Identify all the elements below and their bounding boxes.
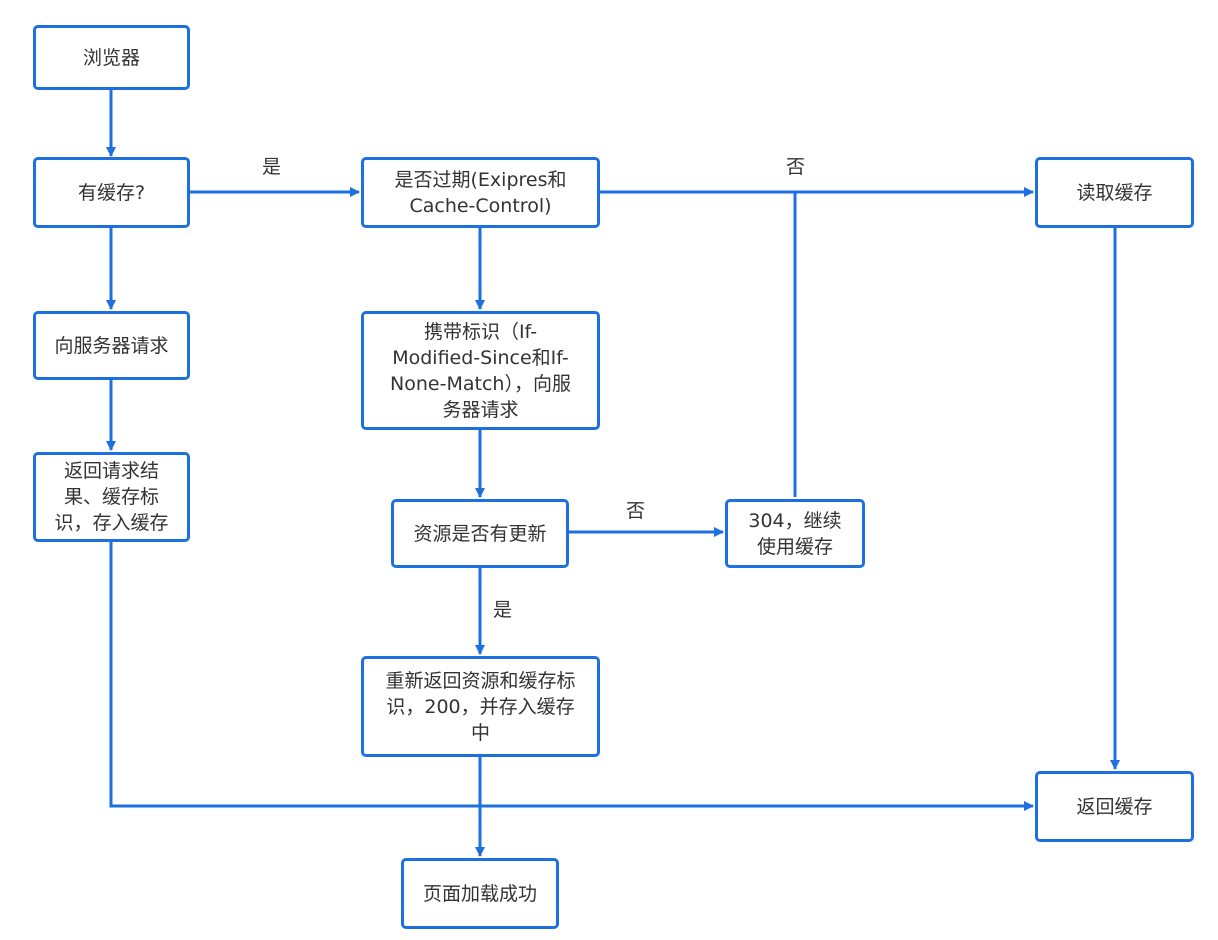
edge-label-expired-no: 否 [786,156,806,178]
node-not-modified-text: 304，继续使用缓存 [748,509,842,558]
node-carry-identifier-text: 携带标识（If-Modified-Since和If-None-Match），向服… [390,320,571,421]
node-expired-check: 是否过期(Exipres和Cache-Control) [361,157,600,228]
edge-label-has-cache-yes: 是 [262,156,282,178]
node-has-cache-text: 有缓存? [77,181,146,204]
node-page-loaded: 页面加载成功 [401,858,559,929]
node-carry-identifier: 携带标识（If-Modified-Since和If-None-Match），向服… [361,311,600,430]
node-return-new-text: 重新返回资源和缓存标识，200，并存入缓存中 [385,669,576,744]
node-browser: 浏览器 [33,25,190,90]
node-read-cache: 读取缓存 [1035,157,1194,228]
node-request-server: 向服务器请求 [33,311,190,380]
edge-label-updated-no: 否 [626,500,646,522]
node-resource-updated-text: 资源是否有更新 [413,522,547,545]
node-return-result-text: 返回请求结果、缓存标识，存入缓存 [54,460,169,534]
node-has-cache: 有缓存? [33,157,190,228]
node-return-new: 重新返回资源和缓存标识，200，并存入缓存中 [361,656,600,757]
node-return-cache: 返回缓存 [1035,771,1194,842]
node-expired-check-text: 是否过期(Exipres和Cache-Control) [394,168,567,217]
node-read-cache-text: 读取缓存 [1076,181,1153,204]
node-resource-updated: 资源是否有更新 [391,499,569,568]
node-not-modified: 304，继续使用缓存 [725,499,865,568]
edge-label-updated-yes: 是 [493,599,513,621]
edge-return-result-to-return-cache [109,542,1034,811]
node-page-loaded-text: 页面加载成功 [422,882,537,905]
node-return-cache-text: 返回缓存 [1076,795,1153,818]
node-request-server-text: 向服务器请求 [54,334,169,357]
node-return-result: 返回请求结果、缓存标识，存入缓存 [33,452,190,542]
node-browser-text: 浏览器 [82,46,140,69]
